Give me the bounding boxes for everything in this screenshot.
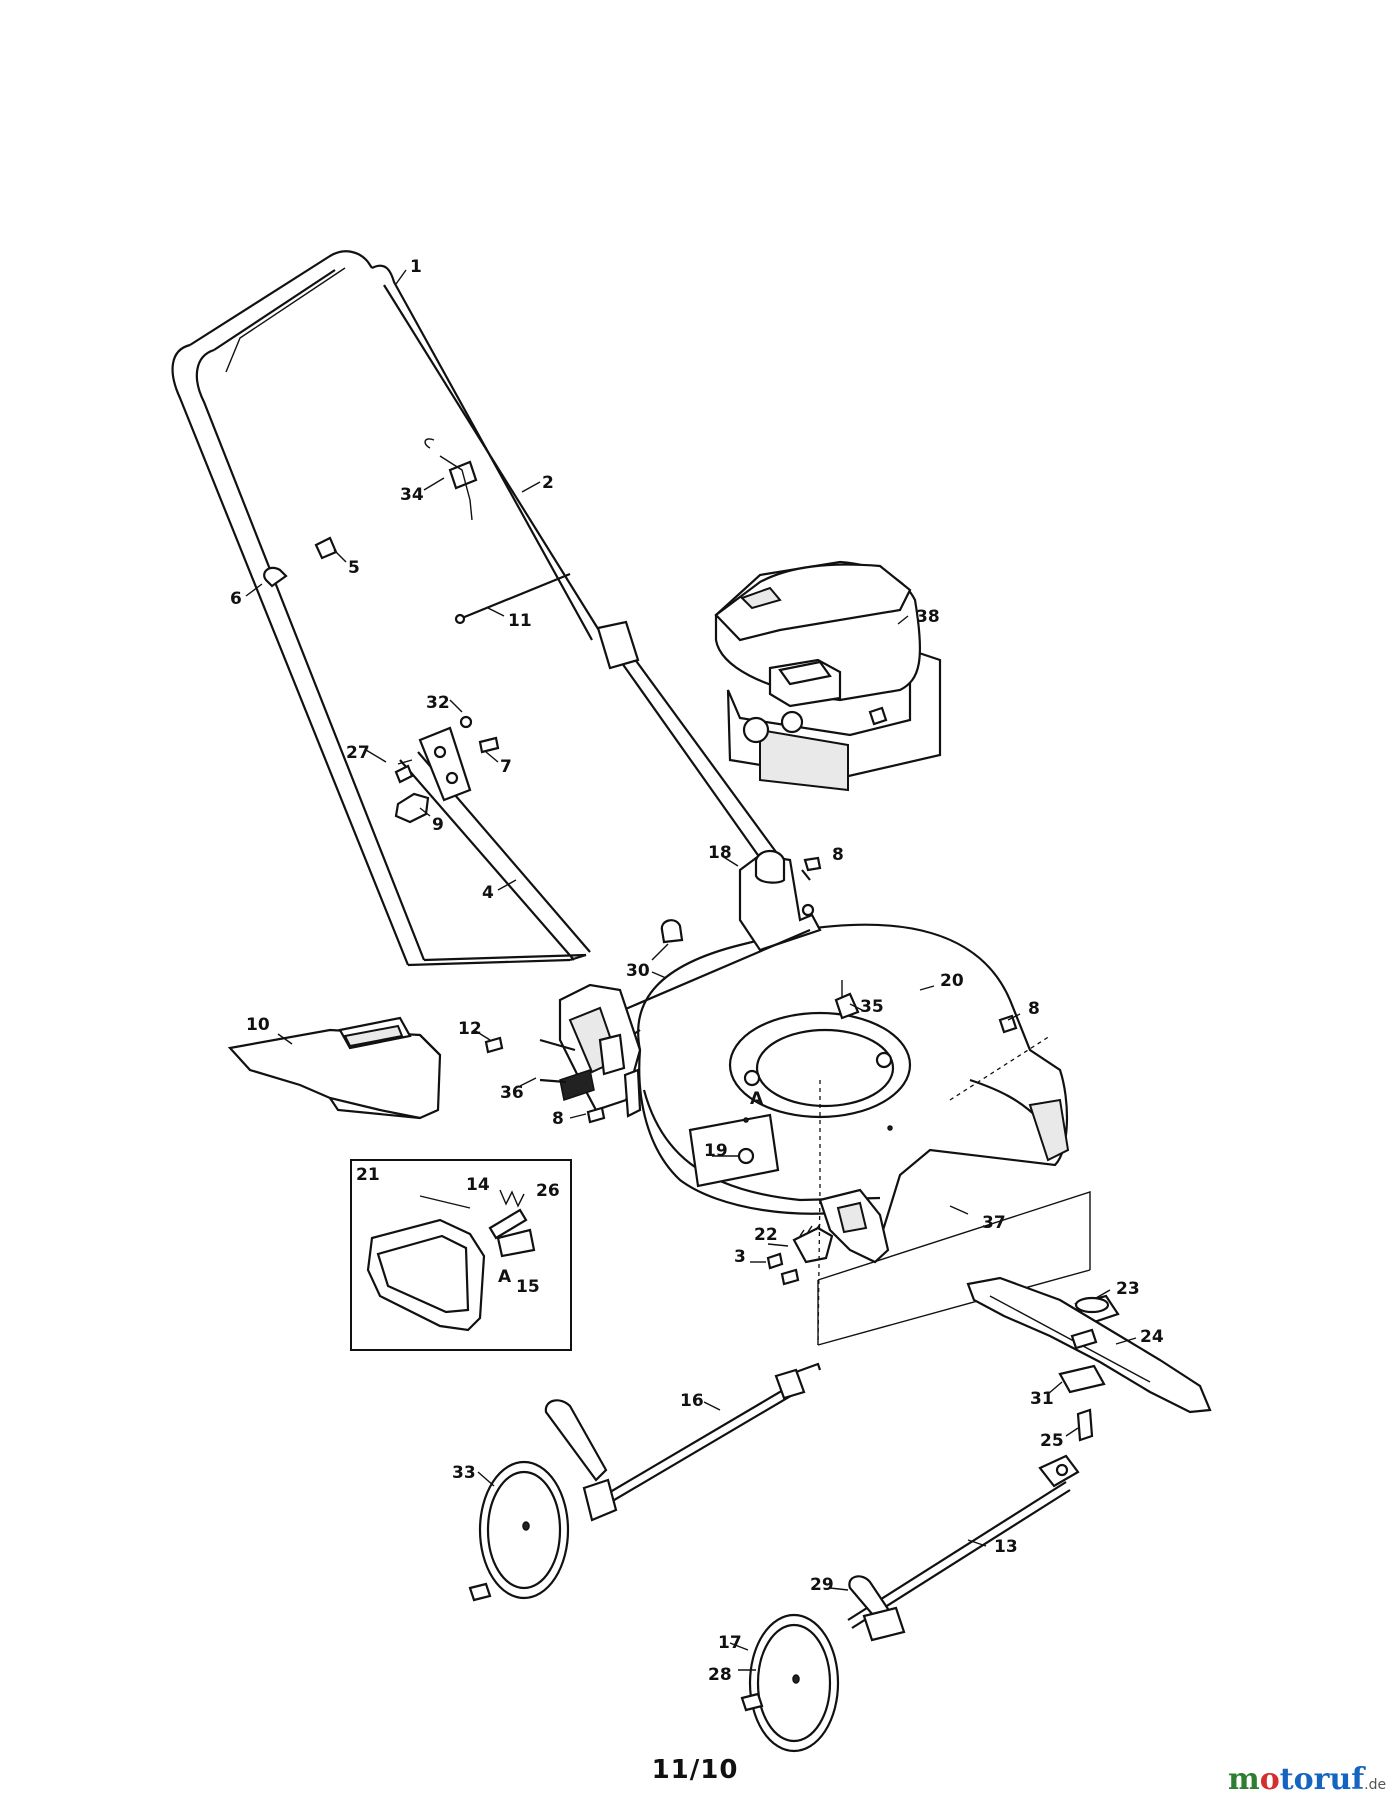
callout-16: 16 [680, 1391, 704, 1411]
callout-a-deck: A [750, 1089, 764, 1109]
callout-12: 12 [458, 1019, 482, 1039]
callout-27: 27 [346, 743, 370, 763]
callout-18: 18 [708, 843, 732, 863]
cutting-blade [966, 1276, 1212, 1414]
callout-8-left: 8 [552, 1109, 564, 1129]
callout-14: 14 [466, 1175, 490, 1195]
lower-handle-left [399, 751, 591, 967]
rear-baffle [599, 849, 822, 1051]
callout-26: 26 [536, 1181, 560, 1201]
callout-28: 28 [708, 1665, 732, 1685]
callout-21: 21 [356, 1165, 380, 1185]
watermark-part-3: toruf [1279, 1762, 1365, 1797]
deck-dashed-guides [817, 1035, 1091, 1346]
callout-34: 34 [400, 485, 424, 505]
callout-13: 13 [994, 1537, 1018, 1557]
callout-25: 25 [1040, 1431, 1064, 1451]
callout-24: 24 [1140, 1327, 1164, 1347]
engine [714, 560, 942, 792]
callout-30: 30 [626, 961, 650, 981]
callout-5: 5 [348, 558, 360, 578]
callout-8-top: 8 [832, 845, 844, 865]
rear-axle [599, 1362, 822, 1507]
callout-2: 2 [542, 473, 554, 493]
callout-10: 10 [246, 1015, 270, 1035]
upper-handle [171, 250, 601, 966]
callout-32: 32 [426, 693, 450, 713]
handle-knob-hardware [394, 715, 500, 824]
front-wheel [740, 1613, 840, 1753]
callout-33: 33 [452, 1463, 476, 1483]
callout-22: 22 [754, 1225, 778, 1245]
callout-17: 17 [718, 1633, 742, 1653]
callout-38: 38 [916, 607, 940, 627]
callout-7: 7 [500, 757, 512, 777]
blade-bolt-washer [1058, 1364, 1106, 1442]
cable-clip [424, 438, 478, 521]
watermark-part-2: o [1259, 1762, 1280, 1797]
watermark-suffix: .de [1364, 1777, 1387, 1793]
callout-9: 9 [432, 815, 444, 835]
watermark-part-1: m [1228, 1762, 1260, 1797]
callout-4: 4 [482, 883, 494, 903]
watermark-logo: motoruf.de [1228, 1762, 1386, 1797]
mulch-kit-inset [350, 1159, 572, 1351]
leader-lines [245, 269, 1137, 1671]
callout-37: 37 [982, 1213, 1006, 1233]
rear-wheel [468, 1460, 570, 1602]
callout-31: 31 [1030, 1389, 1054, 1409]
callout-23: 23 [1116, 1279, 1140, 1299]
callout-20: 20 [940, 971, 964, 991]
starter-rope-guide [263, 536, 338, 588]
rear-height-lever [544, 1399, 618, 1522]
callout-labels: 1 2 34 5 6 11 38 32 27 7 9 4 18 8 30 20 … [230, 257, 1164, 1685]
front-axle [847, 1454, 1080, 1629]
callout-15: 15 [516, 1277, 540, 1297]
callout-a-inset: A [498, 1267, 512, 1287]
handle-bracket [418, 620, 640, 802]
page-number: 11/10 [651, 1755, 739, 1785]
callout-6: 6 [230, 589, 242, 609]
callout-36: 36 [500, 1083, 524, 1103]
callout-11: 11 [508, 611, 532, 631]
front-height-lever [848, 1575, 906, 1642]
mower-deck [637, 923, 1070, 1243]
callout-19: 19 [704, 1141, 728, 1161]
callout-1: 1 [410, 257, 422, 277]
callout-29: 29 [810, 1575, 834, 1595]
small-hardware [484, 856, 1018, 1286]
rear-discharge-door [227, 1016, 442, 1120]
control-cable [454, 572, 571, 625]
rear-door-hinge [539, 983, 642, 1118]
callout-3: 3 [734, 1247, 746, 1267]
callout-8-right: 8 [1028, 999, 1040, 1019]
callout-35: 35 [860, 997, 884, 1017]
height-adjuster [792, 1188, 890, 1264]
